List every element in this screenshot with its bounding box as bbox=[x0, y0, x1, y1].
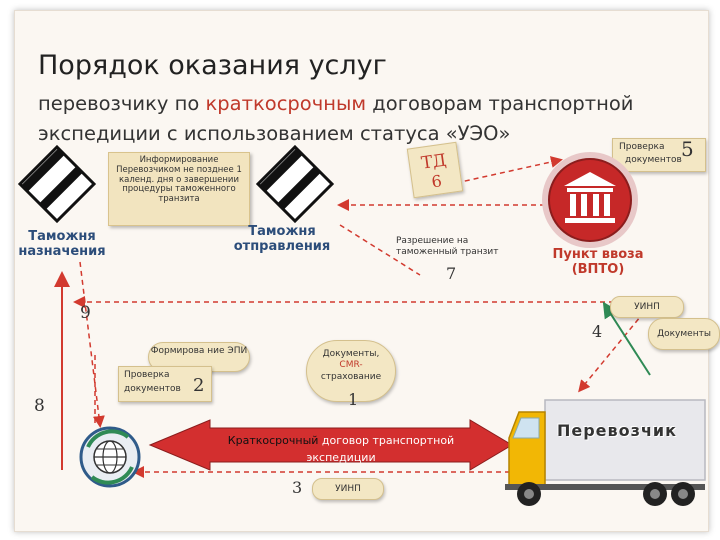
contract-label: Краткосрочный договор транспортной экспе… bbox=[212, 433, 470, 466]
step-3: 3 bbox=[292, 478, 303, 497]
subtitle-line-2: экспедиции с использованием статуса «УЭО… bbox=[38, 122, 511, 145]
docs-cmr-line-3: страхование bbox=[320, 371, 382, 382]
bank-building-icon bbox=[542, 152, 638, 248]
check-docs-left-box: Проверка документов 2 bbox=[118, 366, 212, 402]
arrow-8 bbox=[79, 261, 105, 428]
entry-point-label: Пункт ввоза (ВПТО) bbox=[548, 247, 648, 278]
permission-text: Разрешение на таможенный транзит bbox=[396, 236, 499, 257]
entry-point-line-2: (ВПТО) bbox=[571, 261, 625, 277]
globe-icon bbox=[79, 426, 141, 488]
page-title: Порядок оказания услуг bbox=[38, 50, 387, 81]
contract-rest: договор транспортной экспедиции bbox=[306, 434, 455, 464]
td-box: ТД 6 bbox=[406, 141, 464, 199]
uinp-bottom-bubble: УИНП bbox=[312, 478, 384, 500]
entry-point-line-1: Пункт ввоза bbox=[552, 247, 644, 262]
documents-arrow bbox=[602, 301, 651, 376]
contract-highlight: Краткосрочный bbox=[227, 434, 319, 447]
documents-right-bubble: Документы bbox=[648, 318, 720, 350]
step-8: 8 bbox=[34, 396, 45, 416]
hazard-sign-right-icon bbox=[256, 145, 334, 223]
docs-cmr-bubble: Документы, CMR- страхование bbox=[306, 340, 396, 402]
step-1: 1 bbox=[348, 390, 359, 409]
departure-connector bbox=[339, 224, 421, 276]
docs-cmr-line-1: Документы, bbox=[322, 349, 380, 359]
carrier-label: Перевозчик bbox=[556, 421, 677, 440]
hazard-sign-left-icon bbox=[18, 145, 96, 223]
step-9: 9 bbox=[80, 303, 91, 323]
check-docs-top-number: 5 bbox=[681, 137, 694, 161]
arrow-4 bbox=[578, 304, 651, 393]
step-7: 7 bbox=[446, 264, 457, 283]
check-docs-left-label-1: Проверка bbox=[124, 370, 170, 380]
docs-cmr-line-2: CMR- bbox=[339, 360, 363, 371]
check-docs-left-number: 2 bbox=[193, 375, 205, 396]
check-docs-top-label-2: документов bbox=[625, 155, 682, 165]
customs-destination-label: Таможня назначения bbox=[18, 229, 106, 259]
check-docs-left-label-2: документов bbox=[124, 384, 181, 394]
truck-icon bbox=[505, 399, 706, 506]
check-docs-top-label-1: Проверка bbox=[619, 142, 665, 152]
customs-departure-label: Таможня отправления bbox=[233, 224, 331, 254]
subtitle-line-1: перевозчику по краткосрочным договорам т… bbox=[38, 92, 634, 115]
check-docs-top-box: Проверка 5 документов bbox=[612, 137, 706, 172]
info-note: Информирование Перевозчиком не позднее 1… bbox=[108, 152, 250, 226]
uinp-right-bubble: УИНП bbox=[610, 296, 684, 318]
step-4: 4 bbox=[592, 322, 603, 341]
